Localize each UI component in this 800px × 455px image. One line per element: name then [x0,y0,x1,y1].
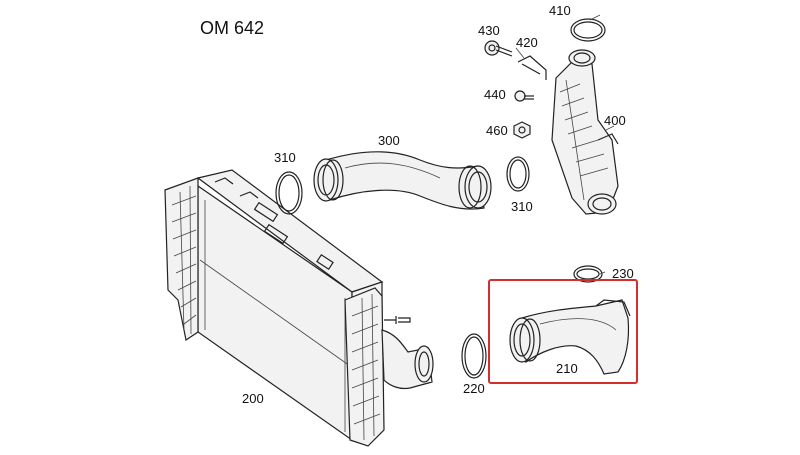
intercooler-200-drawing [164,169,434,447]
callout-label-400[interactable]: 400 [604,113,626,128]
seal-ring-310-left [275,171,303,215]
callout-label-300[interactable]: 300 [378,133,400,148]
callout-label-220[interactable]: 220 [463,381,485,396]
bolt-430 [484,40,513,57]
callout-label-430[interactable]: 430 [478,23,500,38]
callout-label-230[interactable]: 230 [612,266,634,281]
highlight-frame-210 [488,279,638,384]
charge-air-pipe-300 [313,151,492,210]
callout-label-440[interactable]: 440 [484,87,506,102]
leader-lines [515,14,615,275]
callout-label-200[interactable]: 200 [242,391,264,406]
seal-ring-220 [461,333,487,379]
charge-air-elbow-210 [509,299,631,375]
air-housing-400 [551,49,619,215]
callout-label-410[interactable]: 410 [549,3,571,18]
bolt-440 [514,90,534,102]
callout-label-310-left[interactable]: 310 [274,150,296,165]
engine-code-title: OM 642 [200,18,265,38]
seal-ring-410 [570,18,606,42]
nut-460 [513,121,531,139]
callout-label-420[interactable]: 420 [516,35,538,50]
callout-label-460[interactable]: 460 [486,123,508,138]
callout-label-210[interactable]: 210 [556,361,578,376]
clip-420 [517,55,547,80]
callout-label-310-right[interactable]: 310 [511,199,533,214]
seal-ring-310-right [506,156,530,192]
